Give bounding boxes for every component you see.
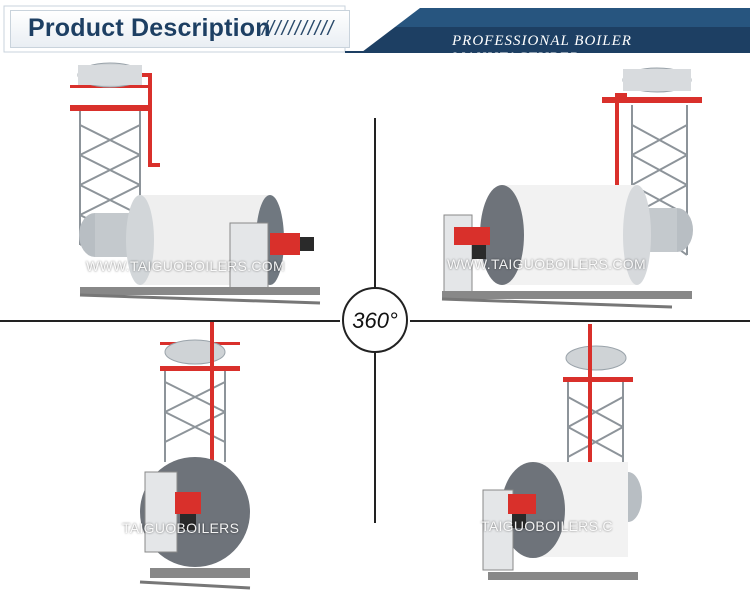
badge-label: 360°	[352, 308, 398, 333]
watermark-bottom-right: TAIGUOBOILERS.C	[481, 518, 613, 534]
rotation-360-badge: 360°	[342, 287, 408, 353]
boiler-photo-top-right	[441, 67, 702, 309]
watermark-bottom-left: TAIGUOBOILERS	[122, 520, 240, 536]
title-decoration: ///////////	[262, 18, 335, 40]
boiler-photo-bottom-left	[139, 322, 251, 590]
boiler-photo-top-left	[70, 62, 321, 305]
boiler-photo-bottom-right	[482, 324, 642, 580]
header-banner: Product Description /////////// PROFESSI…	[0, 0, 750, 66]
page-title: Product Description	[28, 14, 271, 42]
watermark-top-right: WWW.TAIGUOBOILERS.COM	[447, 256, 646, 272]
title-box	[10, 10, 350, 48]
horizontal-divider-right	[410, 320, 750, 322]
header-background	[3, 5, 750, 53]
tagline: PROFESSIONAL BOILER MANUFACTURER	[452, 33, 632, 66]
watermark-top-left: WWW.TAIGUOBOILERS.COM	[86, 258, 285, 274]
horizontal-divider-left	[0, 320, 340, 322]
